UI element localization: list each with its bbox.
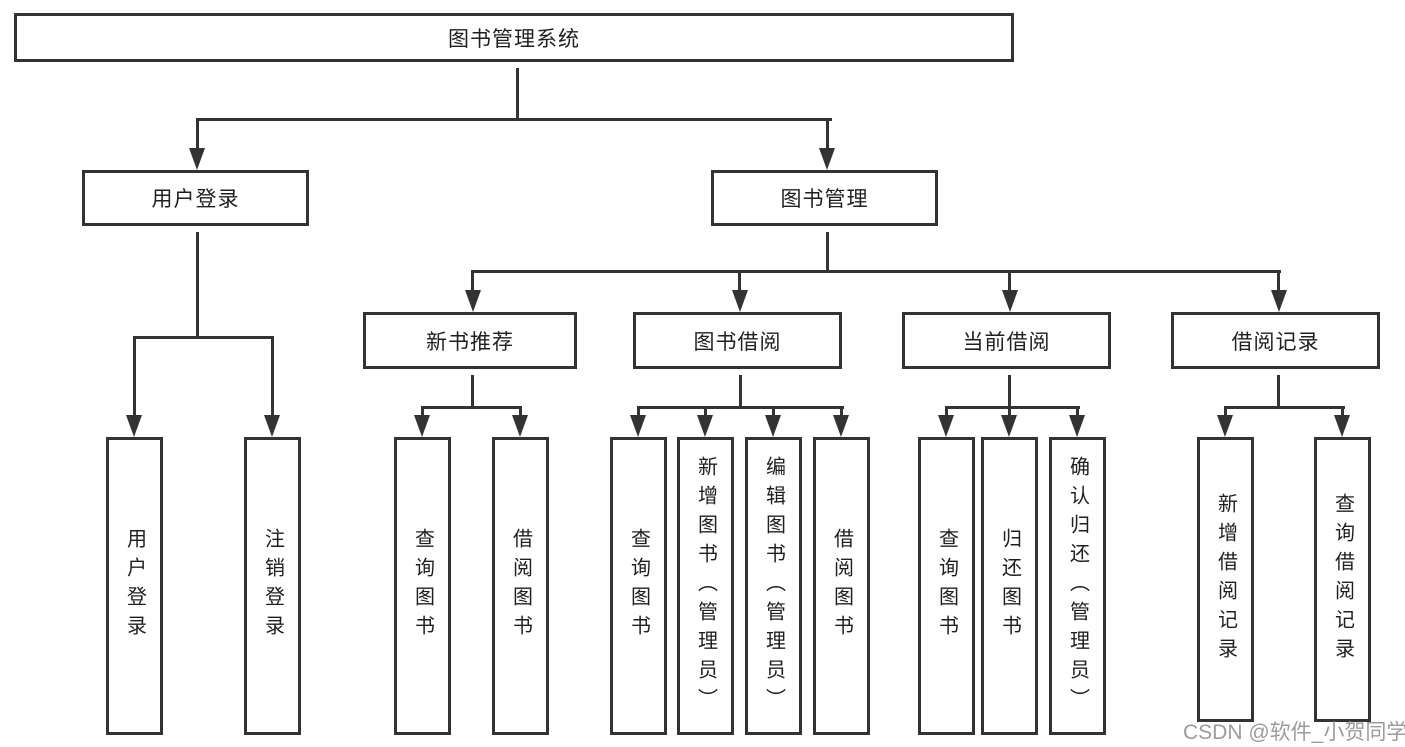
leaf-query-borrow-record: 查询借阅记录 bbox=[1314, 437, 1371, 722]
line-segment bbox=[945, 406, 948, 418]
arrowhead-down-icon bbox=[732, 290, 748, 312]
node-root: 图书管理系统 bbox=[14, 13, 1014, 62]
leaf-borrow-book: 借阅图书 bbox=[813, 437, 870, 735]
line-segment bbox=[945, 406, 1080, 409]
line-segment bbox=[840, 406, 843, 418]
arrowhead-down-icon bbox=[126, 415, 142, 437]
leaf-query-book-current: 查询图书 bbox=[918, 437, 975, 735]
arrowhead-down-icon bbox=[833, 415, 849, 437]
leaf-query-book-borrow: 查询图书 bbox=[610, 437, 667, 735]
arrowhead-down-icon bbox=[414, 415, 430, 437]
line-segment bbox=[1224, 406, 1227, 418]
line-segment bbox=[1277, 375, 1280, 408]
line-segment bbox=[271, 336, 274, 417]
arrowhead-down-icon bbox=[512, 415, 528, 437]
arrowhead-down-icon bbox=[1271, 290, 1287, 312]
arrowhead-down-icon bbox=[1069, 415, 1085, 437]
line-segment bbox=[826, 232, 829, 273]
line-segment bbox=[516, 68, 519, 120]
arrowhead-down-icon bbox=[1002, 290, 1018, 312]
line-segment bbox=[133, 336, 136, 417]
line-segment bbox=[1008, 406, 1011, 418]
arrowhead-down-icon bbox=[264, 415, 280, 437]
arrowhead-down-icon bbox=[630, 415, 646, 437]
node-new-book-rec: 新书推荐 bbox=[363, 312, 577, 369]
arrowhead-down-icon bbox=[938, 415, 954, 437]
line-segment bbox=[471, 270, 1281, 273]
leaf-add-book-admin: 新增图书（管理员） bbox=[677, 437, 734, 735]
line-segment bbox=[739, 375, 742, 408]
line-segment bbox=[772, 406, 775, 418]
line-segment bbox=[637, 406, 844, 409]
line-segment bbox=[471, 270, 474, 294]
node-user-login: 用户登录 bbox=[82, 170, 309, 226]
line-segment bbox=[637, 406, 640, 418]
node-book-borrow: 图书借阅 bbox=[633, 312, 842, 369]
leaf-query-book-rec: 查询图书 bbox=[394, 437, 451, 735]
arrowhead-down-icon bbox=[189, 148, 205, 170]
leaf-borrow-book-rec: 借阅图书 bbox=[492, 437, 549, 735]
arrowhead-down-icon bbox=[1334, 415, 1350, 437]
line-segment bbox=[1224, 406, 1345, 409]
line-segment bbox=[826, 118, 829, 152]
leaf-confirm-return-admin: 确认归还（管理员） bbox=[1049, 437, 1106, 735]
line-segment bbox=[704, 406, 707, 418]
line-segment bbox=[1008, 270, 1011, 294]
line-segment bbox=[1341, 406, 1344, 418]
leaf-return-book: 归还图书 bbox=[981, 437, 1038, 735]
line-segment bbox=[1277, 270, 1280, 294]
arrowhead-down-icon bbox=[697, 415, 713, 437]
node-current-borrow: 当前借阅 bbox=[902, 312, 1111, 369]
arrowhead-down-icon bbox=[465, 290, 481, 312]
node-borrow-records: 借阅记录 bbox=[1171, 312, 1380, 369]
line-segment bbox=[519, 406, 522, 418]
line-segment bbox=[471, 375, 474, 408]
line-segment bbox=[421, 406, 424, 418]
leaf-add-borrow-record: 新增借阅记录 bbox=[1197, 437, 1254, 722]
line-segment bbox=[1008, 375, 1011, 408]
line-segment bbox=[1076, 406, 1079, 418]
line-segment bbox=[196, 118, 199, 152]
arrowhead-down-icon bbox=[1001, 415, 1017, 437]
line-segment bbox=[738, 270, 741, 294]
arrowhead-down-icon bbox=[1217, 415, 1233, 437]
line-segment bbox=[133, 336, 274, 339]
leaf-user-login: 用户登录 bbox=[106, 437, 163, 735]
leaf-edit-book-admin: 编辑图书（管理员） bbox=[745, 437, 802, 735]
watermark: CSDN @软件_小贺同学 bbox=[1183, 721, 1405, 744]
line-segment bbox=[196, 232, 199, 338]
line-segment bbox=[421, 406, 522, 409]
arrowhead-down-icon bbox=[765, 415, 781, 437]
leaf-logout: 注销登录 bbox=[244, 437, 301, 735]
arrowhead-down-icon bbox=[819, 148, 835, 170]
node-book-mgmt: 图书管理 bbox=[711, 170, 938, 226]
line-segment bbox=[196, 118, 832, 121]
